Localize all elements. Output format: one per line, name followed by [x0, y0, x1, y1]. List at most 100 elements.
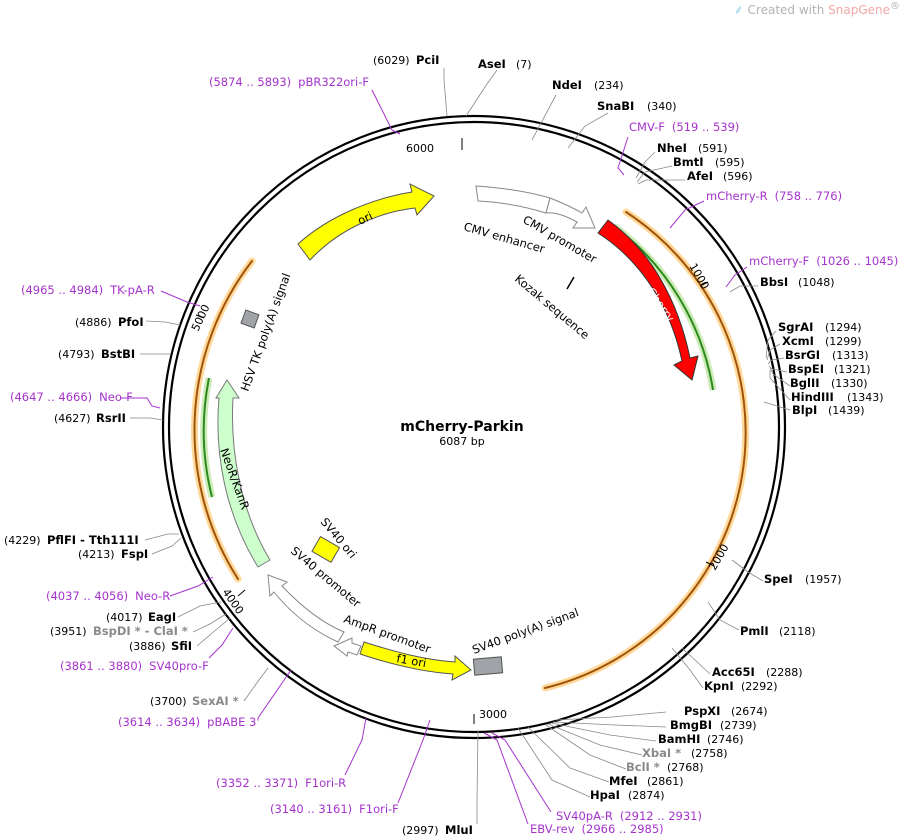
site-name[interactable]: XbaI * [642, 746, 681, 760]
site-name[interactable]: BclI * [626, 760, 660, 774]
primer-label[interactable]: mCherry-F(1026 .. 1045) [749, 254, 898, 268]
feature-neor-kanr[interactable] [215, 379, 271, 568]
site-name[interactable]: SpeI [764, 572, 793, 586]
feature-label: Kozak sequence [512, 272, 592, 342]
primer-label[interactable]: CMV-F(519 .. 539) [629, 120, 739, 134]
site-name[interactable]: BbsI [760, 275, 788, 289]
site-position: (4793) [58, 348, 95, 361]
feature-ampr-promoter[interactable] [333, 637, 362, 657]
site-position: (2288) [766, 666, 803, 679]
primer-label[interactable]: (4647 .. 4666)Neo-F [10, 390, 133, 404]
site-name[interactable]: PmlI [740, 624, 769, 638]
site-leaders [130, 68, 791, 824]
feature-sv40-polya[interactable] [472, 656, 504, 676]
site-position: (1294) [825, 321, 862, 334]
feature-f1-ori[interactable] [359, 641, 472, 681]
site-name[interactable]: HindIII [791, 390, 834, 404]
primer-label[interactable]: EBV-rev(2966 .. 2985) [530, 822, 664, 836]
primer-label[interactable]: (5874 .. 5893)pBR322ori-F [209, 75, 369, 89]
site-position: (6029) [373, 54, 410, 67]
primer-label[interactable]: (4965 .. 4984)TK-pA-R [21, 283, 155, 297]
feature-cmv-promoter[interactable] [545, 197, 596, 229]
feature-ori[interactable] [297, 183, 435, 261]
site-name[interactable]: NdeI [552, 78, 582, 92]
site-name[interactable]: XcmI [782, 334, 814, 348]
site-name[interactable]: BamHI [658, 732, 700, 746]
site-position: (2861) [647, 775, 684, 788]
primer-label[interactable]: (4037 .. 4056)Neo-R [46, 589, 170, 603]
site-name[interactable]: HpaI [590, 788, 620, 802]
site-name[interactable]: NheI [657, 141, 687, 155]
site-position: (2768) [667, 761, 704, 774]
site-position: (1343) [847, 391, 884, 404]
site-position: (1330) [831, 377, 868, 390]
site-position: (3886) [129, 640, 166, 653]
ruler [195, 138, 715, 724]
site-position: (596) [723, 170, 753, 183]
site-name[interactable]: EagI [148, 610, 176, 624]
site-position: (2874) [628, 789, 665, 802]
site-name[interactable]: RsrII [96, 411, 126, 425]
site-name[interactable]: SnaBI [597, 99, 634, 113]
site-labels: (6029) PciI AseI (7) NdeI (234) SnaBI (3… [4, 53, 884, 837]
site-position: (3700) [150, 695, 187, 708]
site-position: (2674) [731, 705, 768, 718]
site-position: (1321) [834, 363, 871, 376]
primer-label[interactable]: (3861 .. 3880)SV40pro-F [60, 659, 209, 673]
primer-label[interactable]: (3614 .. 3634)pBABE 3' [118, 715, 260, 729]
site-name[interactable]: MluI [445, 823, 473, 837]
feature-mcherry[interactable] [597, 219, 699, 381]
site-name[interactable]: SexAI * [192, 694, 239, 708]
site-name[interactable]: SgrAI [778, 320, 813, 334]
site-position: (2118) [779, 625, 816, 638]
feature-sv40-promoter[interactable] [267, 574, 345, 643]
site-name[interactable]: PflFI - Tth111I [47, 533, 139, 547]
site-position: (2746) [707, 733, 744, 746]
primer-label[interactable]: (3140 .. 3161)F1ori-F [270, 802, 399, 816]
site-name[interactable]: BstBI [101, 347, 135, 361]
primer-label[interactable]: (3352 .. 3371)F1ori-R [216, 776, 346, 790]
site-name[interactable]: BlpI [792, 403, 817, 417]
site-position: (595) [715, 156, 745, 169]
site-name[interactable]: BmtI [673, 155, 704, 169]
ruler-label: 6000 [406, 142, 434, 155]
site-name[interactable]: PciI [416, 53, 439, 67]
backbone [161, 114, 787, 740]
feature-sv40-ori[interactable] [311, 535, 341, 563]
feature-kozak [566, 276, 575, 290]
feature-hsv-tk-polya[interactable] [240, 309, 260, 329]
feature-label: ori [355, 209, 374, 228]
feature-label: f1 ori [395, 651, 427, 670]
site-name[interactable]: SfiI [171, 639, 192, 653]
site-position: (4229) [4, 534, 41, 547]
site-name[interactable]: PfoI [118, 315, 144, 329]
site-position: (4017) [106, 611, 143, 624]
site-name[interactable]: BglII [790, 376, 820, 390]
site-name[interactable]: BmgBI [670, 718, 712, 732]
site-position: (340) [647, 100, 677, 113]
ruler-label: 1000 [686, 261, 711, 292]
site-name[interactable]: MfeI [609, 774, 638, 788]
site-name[interactable]: AfeI [687, 169, 713, 183]
snapgene-watermark: ⸙Created with SnapGene® [733, 1, 900, 18]
site-name[interactable]: BsrGI [785, 348, 820, 362]
site-name[interactable]: KpnI [704, 679, 734, 693]
primer-labels: (5874 .. 5893)pBR322ori-F CMV-F(519 .. 5… [10, 75, 898, 836]
site-position: (1957) [805, 573, 842, 586]
site-position: (591) [698, 142, 728, 155]
site-name[interactable]: BspDI * - ClaI * [93, 624, 188, 638]
site-position: (1048) [798, 276, 835, 289]
site-name[interactable]: PspXI [684, 704, 720, 718]
site-name[interactable]: FspI [121, 547, 148, 561]
plasmid-size: 6087 bp [439, 435, 484, 448]
site-name[interactable]: BspEI [788, 362, 824, 376]
primer-label[interactable]: SV40pA-R(2912 .. 2931) [556, 809, 702, 823]
primer-label[interactable]: mCherry-R(758 .. 776) [706, 189, 842, 203]
site-name[interactable]: Acc65I [712, 665, 755, 679]
site-position: (2758) [691, 747, 728, 760]
site-position: (1439) [828, 404, 865, 417]
site-position: (2997) [402, 824, 439, 837]
feature-cmv-enhancer[interactable] [475, 185, 551, 214]
site-name[interactable]: AseI [478, 57, 506, 71]
